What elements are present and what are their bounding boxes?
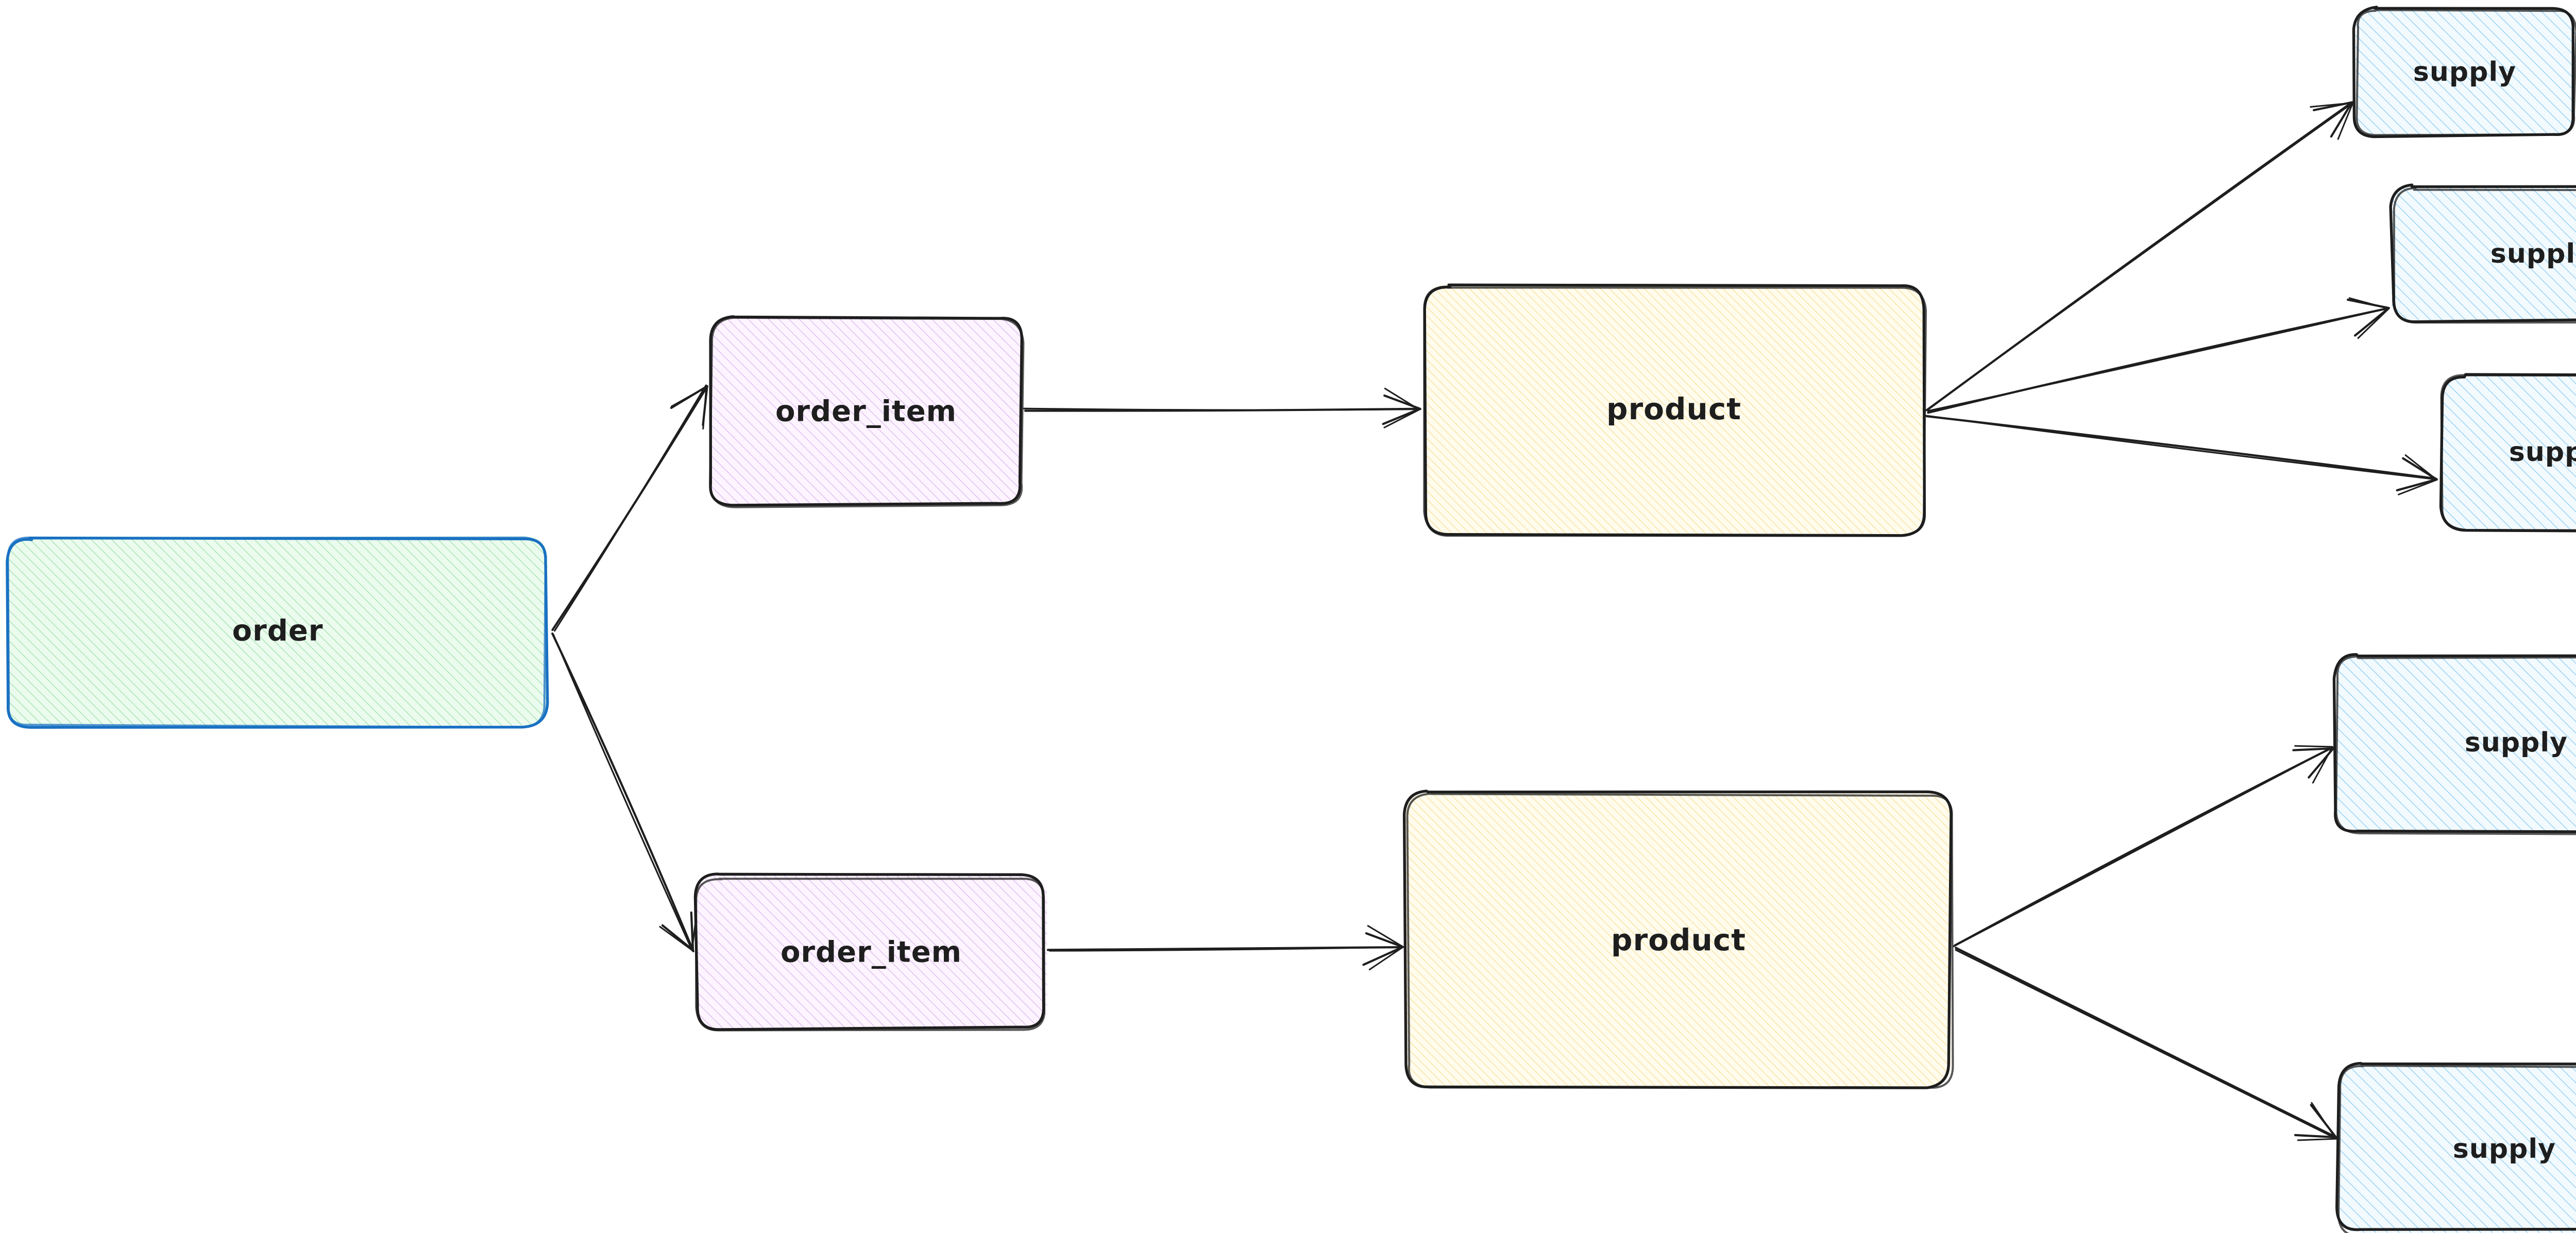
node-outline	[2335, 1061, 2576, 1231]
node-outline	[2332, 653, 2576, 833]
node-hatch-fill	[2339, 1065, 2576, 1233]
node-outline	[2335, 655, 2576, 835]
node-hatch-fill	[696, 874, 1047, 1030]
node-order_item_bottom[interactable]	[693, 872, 1047, 1032]
edge-product_bottom-to-supply_4[interactable]	[1953, 745, 2335, 947]
node-outline	[2355, 9, 2576, 136]
node-hatch-fill	[1405, 793, 1951, 1087]
edge-product_bottom-to-supply_5[interactable]	[1955, 947, 2338, 1141]
node-outline	[7, 536, 547, 728]
edge-product_top-to-supply_2[interactable]	[1927, 297, 2390, 414]
node-hatch-fill	[7, 537, 548, 727]
node-outline	[2440, 374, 2576, 532]
edge-line	[551, 632, 694, 953]
edge-product_top-to-supply_3[interactable]	[1925, 415, 2438, 495]
node-order[interactable]	[6, 536, 549, 729]
edge-order-to-order_item_bottom[interactable]	[551, 632, 698, 953]
arrowhead-icon	[2348, 297, 2389, 339]
node-supply_5[interactable]	[2335, 1061, 2576, 1233]
edges-layer	[551, 101, 2438, 1141]
node-hatch-fill	[2355, 9, 2575, 135]
edge-line	[1049, 946, 1403, 952]
arrowhead-icon	[1382, 394, 1421, 425]
arrowhead-icon	[2292, 747, 2335, 779]
node-outline	[1423, 285, 1927, 537]
edge-line	[1023, 407, 1421, 411]
arrowhead-icon	[2297, 1102, 2337, 1141]
node-outline	[709, 316, 1025, 508]
edge-order_item_bottom-to-product_bottom[interactable]	[1046, 925, 1404, 970]
node-supply_2[interactable]	[2389, 183, 2576, 324]
node-supply_4[interactable]	[2332, 653, 2576, 835]
node-hatch-fill	[2391, 185, 2576, 322]
arrowhead-icon	[2294, 745, 2333, 784]
node-outline	[2337, 1065, 2576, 1233]
node-order_item_top[interactable]	[709, 315, 1025, 508]
arrowhead-icon	[1383, 387, 1420, 429]
arrowhead-icon	[670, 386, 707, 430]
arrowhead-icon	[1367, 925, 1404, 970]
edge-line	[552, 633, 693, 952]
node-hatch-fill	[709, 317, 1021, 505]
edge-line	[1955, 947, 2338, 1139]
node-supply_3[interactable]	[2439, 373, 2576, 533]
edge-order-to-order_item_top[interactable]	[551, 384, 708, 632]
node-product_bottom[interactable]	[1402, 790, 1954, 1089]
node-outline	[695, 878, 1045, 1032]
edge-line	[1955, 949, 2338, 1140]
node-hatch-fill	[2441, 375, 2576, 530]
arrowhead-icon	[2346, 298, 2390, 337]
node-supply_1[interactable]	[2352, 6, 2576, 139]
arrowhead-icon	[661, 911, 694, 951]
edge-line	[553, 384, 707, 632]
edge-line	[1953, 746, 2333, 947]
edge-line	[1927, 307, 2389, 412]
node-product_top[interactable]	[1423, 283, 1927, 537]
node-hatch-fill	[1426, 283, 1924, 534]
node-outline	[2393, 187, 2576, 324]
node-hatch-fill	[2336, 654, 2576, 833]
node-outline	[2439, 373, 2576, 533]
edge-order_item_top-to-product_top[interactable]	[1023, 387, 1421, 429]
arrowhead-icon	[2397, 454, 2438, 495]
node-outline	[2389, 183, 2576, 323]
edge-line	[1924, 102, 2353, 412]
arrowhead-icon	[2294, 1104, 2337, 1139]
edge-line	[1925, 415, 2438, 481]
nodes-layer	[6, 6, 2576, 1233]
node-outline	[1406, 793, 1954, 1089]
